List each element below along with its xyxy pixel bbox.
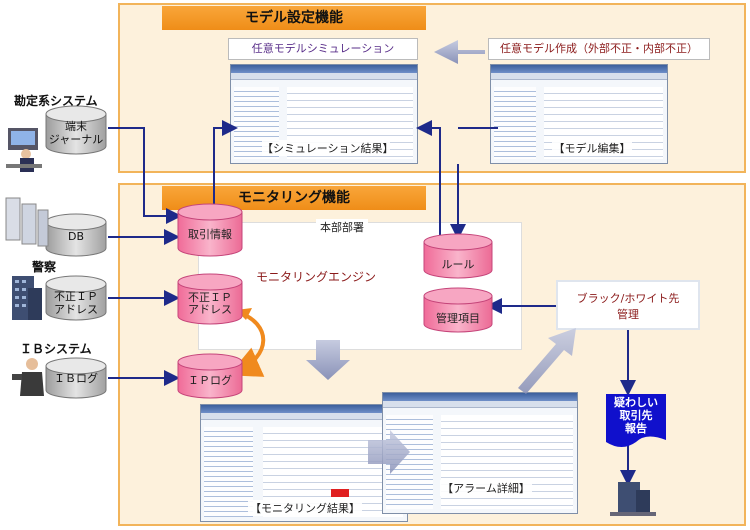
terminal-journal-text: 端末 ジャーナル (48, 120, 104, 146)
rule-label: ルール (441, 258, 475, 271)
accounting-system-label: 勘定系システム (14, 94, 98, 108)
ib-log-text: ＩＢログ (54, 372, 98, 385)
police-building-icon (12, 276, 42, 320)
model-create-label: 任意モデル作成（外部不正・内部不正） (488, 38, 710, 60)
hq-department-label: 本部部署 (316, 219, 368, 235)
simulation-result-caption: 【シミュレーション結果】 (262, 140, 394, 156)
monitoring-engine-label: モニタリングエンジン (256, 270, 377, 284)
simulation-label: 任意モデルシミュレーション (228, 38, 418, 60)
db-source-db (45, 213, 107, 257)
alarm-to-bw-arrow (518, 328, 576, 394)
report-building-icon (610, 482, 656, 516)
model-settings-title: モデル設定機能 (162, 6, 426, 30)
ib-log-db (45, 357, 107, 399)
monitoring-result-caption: 【モニタリング結果】 (248, 500, 362, 516)
rule-to-sim-line (416, 120, 441, 236)
fraud-ip-db (177, 273, 243, 325)
phone-user-icon (12, 358, 44, 396)
server-rack-icon (5, 197, 49, 247)
alert-highlight (331, 489, 349, 497)
transaction-info-label: 取引情報 (188, 228, 232, 241)
result-to-alarm-arrow (368, 430, 410, 474)
management-item-db (423, 287, 493, 333)
ib-system-label: ＩＢシステム (20, 342, 92, 356)
blackwhite-management-box: ブラック/ホワイト先 管理 (556, 280, 700, 330)
suspicious-report-shape (606, 394, 666, 447)
police-label: 警察 (32, 260, 57, 274)
db-text: DB (67, 230, 85, 243)
fraud-ip-label: 不正ＩＰ アドレス (188, 291, 232, 316)
management-item-label: 管理項目 (436, 312, 480, 325)
terminal-journal-db (45, 105, 107, 155)
model-edit-caption: 【モデル編集】 (552, 140, 632, 156)
fraud-ip-source-text: 不正ＩＰ アドレス (54, 290, 98, 316)
journal-to-transaction-line (108, 127, 182, 224)
ip-log-label: ＩＰログ (188, 374, 232, 387)
transaction-to-sim-line (213, 120, 238, 206)
engine-to-result-arrow (306, 340, 350, 380)
rule-db (423, 233, 493, 279)
terminal-operator-icon (6, 128, 42, 172)
fraud-ip-source-db (45, 275, 107, 321)
transaction-info-db (177, 203, 243, 257)
ip-log-db (177, 353, 243, 399)
alarm-detail-caption: 【アラーム詳細】 (440, 480, 532, 496)
suspicious-report-text: 疑わしい 取引先 報告 (614, 396, 658, 435)
monitoring-title: モニタリング機能 (162, 186, 426, 210)
create-to-sim-arrow (434, 40, 485, 64)
